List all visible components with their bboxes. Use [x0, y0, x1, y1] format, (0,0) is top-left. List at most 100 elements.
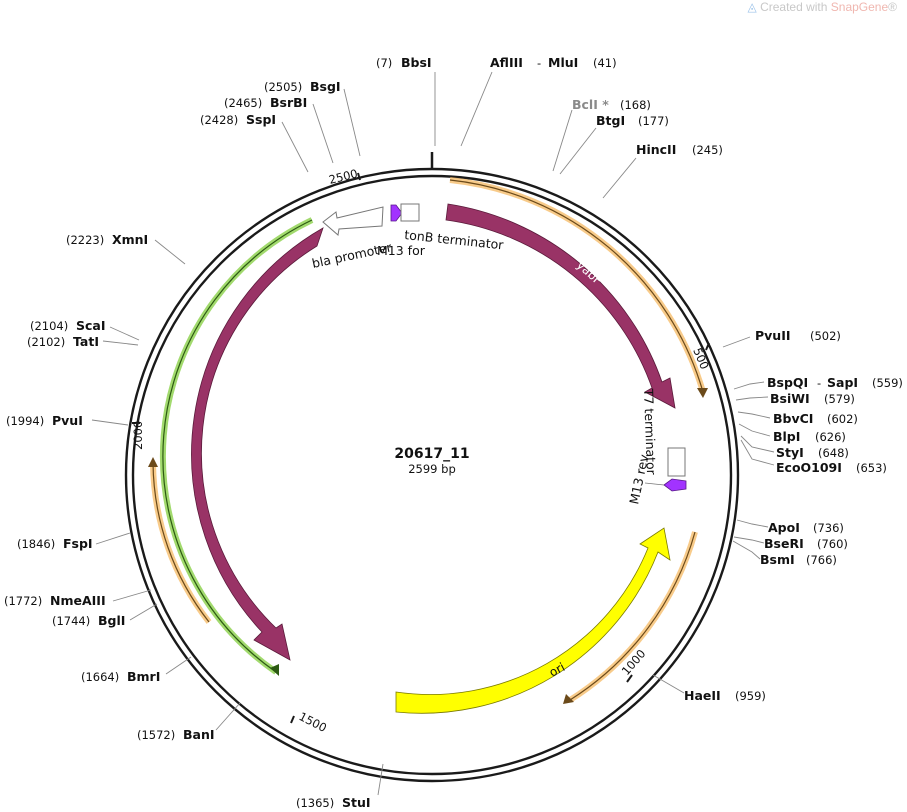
bla-feature[interactable]: [191, 227, 324, 661]
bla-promoter-feature[interactable]: [322, 206, 384, 236]
site-ScaI-name[interactable]: ScaI: [76, 318, 106, 333]
tick-label-2500: 2500: [327, 166, 359, 187]
tick-label-1000: 1000: [619, 647, 649, 678]
site-SapI-name[interactable]: SapI: [827, 375, 858, 390]
bla-green-glow-arc: [159, 217, 314, 675]
site-PvuII-502-name[interactable]: PvuII: [755, 328, 791, 343]
tonB-terminator-feature[interactable]: [400, 203, 420, 222]
yabF-feature[interactable]: [445, 203, 676, 409]
site-HaeII-name[interactable]: HaeII: [684, 688, 721, 703]
site-XmnI-pos: (2223): [66, 233, 104, 247]
plasmid-length: 2599 bp: [408, 462, 456, 476]
site-BsiWI-name[interactable]: BsiWI: [770, 391, 810, 406]
site-BsmI-name[interactable]: BsmI: [760, 552, 795, 567]
site-StyI-name[interactable]: StyI: [776, 445, 804, 460]
site-BbvCI-name[interactable]: BbvCI: [773, 411, 813, 426]
snapgene-watermark: ◬ Created with SnapGene®: [747, 0, 897, 14]
site-NmeAIII-name[interactable]: NmeAIII: [50, 593, 106, 608]
ori-feature[interactable]: [395, 527, 671, 714]
tick-500: [705, 342, 710, 351]
site-TatI-pos: (2102): [27, 335, 65, 349]
site-BanI-name[interactable]: BanI: [183, 727, 215, 742]
site-BsgI-name[interactable]: BsgI: [310, 79, 341, 94]
bla-green-glow-line: [162, 219, 313, 673]
bla-orange-arrowhead: [148, 457, 158, 467]
site-BglI-name[interactable]: BglI: [98, 613, 125, 628]
site-FspI-pos: (1846): [17, 537, 55, 551]
site-BseRI-pos: (760): [817, 537, 848, 551]
site-BsrBI-name[interactable]: BsrBI: [270, 95, 307, 110]
M13-for-feature[interactable]: [390, 204, 403, 222]
tick-1500: [290, 715, 295, 724]
ori-glow-arc: [568, 531, 698, 703]
site-TatI-name[interactable]: TatI: [73, 334, 99, 349]
site-HaeII-pos: (959): [735, 689, 766, 703]
site-BclI-pos: (168): [620, 98, 651, 112]
M13-rev-feature[interactable]: [663, 478, 687, 492]
site-ScaI-pos: (2104): [30, 319, 68, 333]
site-StuI-pos: (1365): [296, 796, 334, 810]
T7-terminator-feature[interactable]: [667, 447, 686, 477]
ori-glow-line: [569, 531, 696, 701]
M13-rev-leader: [644, 482, 665, 486]
site-BmrI-pos: (1664): [81, 670, 119, 684]
site-BspQI-sep: -: [817, 376, 821, 390]
watermark-brand: SnapGene: [830, 0, 889, 14]
yabF-glow-line: [449, 179, 704, 393]
site-EcoO109I-name[interactable]: EcoO109I: [776, 460, 842, 475]
site-BbsI-name[interactable]: BbsI: [401, 55, 432, 70]
site-leaders: [91, 71, 775, 796]
site-AflIII-pos: (41): [593, 56, 617, 70]
tick-1000: [626, 674, 633, 683]
bla-orange-glow-line: [152, 462, 210, 623]
site-BglI-pos: (1744): [52, 614, 90, 628]
site-EcoO109I-pos: (653): [856, 461, 887, 475]
site-BmrI-name[interactable]: BmrI: [127, 669, 160, 684]
M13-for-label: M13 for: [377, 243, 426, 258]
site-AflIII-name[interactable]: AflIII: [490, 55, 523, 70]
watermark-prefix: Created with: [760, 0, 831, 14]
site-StuI-name[interactable]: StuI: [342, 795, 371, 810]
site-BspQI-pos: (559): [872, 376, 903, 390]
site-SspI-pos: (2428): [200, 113, 238, 127]
site-ApoI-name[interactable]: ApoI: [768, 520, 800, 535]
T7-terminator-label: T7 terminator: [641, 388, 659, 476]
watermark-icon: ◬: [747, 0, 757, 14]
ori-glow-arrowhead: [563, 694, 574, 704]
site-BlpI-name[interactable]: BlpI: [773, 429, 800, 444]
site-BseRI-name[interactable]: BseRI: [764, 536, 804, 551]
tick-2500: [357, 172, 361, 181]
site-BclI-name[interactable]: BclI *: [572, 97, 609, 112]
site-BsgI-pos: (2505): [264, 80, 302, 94]
site-PvuII-502-pos: (502): [810, 329, 841, 343]
site-BanI-pos: (1572): [137, 728, 175, 742]
tick-label-2000: 2000: [131, 421, 145, 450]
plasmid-name: 20617_11: [394, 446, 469, 462]
M13-rev-label: M13 rev: [626, 452, 651, 505]
tick-label-1500: 1500: [297, 709, 329, 735]
yabF-glow-arrowhead: [697, 388, 708, 398]
site-HincII-pos: (245): [692, 143, 723, 157]
site-NmeAIII-pos: (1772): [4, 594, 42, 608]
bla-label: bla: [179, 423, 195, 442]
site-BbvCI-pos: (602): [827, 412, 858, 426]
ori-label: ori: [547, 660, 567, 680]
site-HincII-name[interactable]: HincII: [636, 142, 676, 157]
site-PvuI-name[interactable]: PvuI: [52, 413, 83, 428]
site-SspI-name[interactable]: SspI: [246, 112, 276, 127]
site-MluI-name[interactable]: MluI: [548, 55, 578, 70]
site-BtgI-name[interactable]: BtgI: [596, 113, 625, 128]
site-PvuI-pos: (1994): [6, 414, 44, 428]
site-BlpI-pos: (626): [815, 430, 846, 444]
site-BbsI-pos: (7): [376, 56, 392, 70]
site-StyI-pos: (648): [818, 446, 849, 460]
site-BsrBI-pos: (2465): [224, 96, 262, 110]
site-FspI-name[interactable]: FspI: [63, 536, 93, 551]
site-BspQI-name[interactable]: BspQI: [767, 375, 808, 390]
site-XmnI-name[interactable]: XmnI: [112, 232, 148, 247]
site-ApoI-pos: (736): [813, 521, 844, 535]
site-BsmI-pos: (766): [806, 553, 837, 567]
site-BtgI-pos: (177): [638, 114, 669, 128]
backbone-inner: [131, 174, 733, 776]
